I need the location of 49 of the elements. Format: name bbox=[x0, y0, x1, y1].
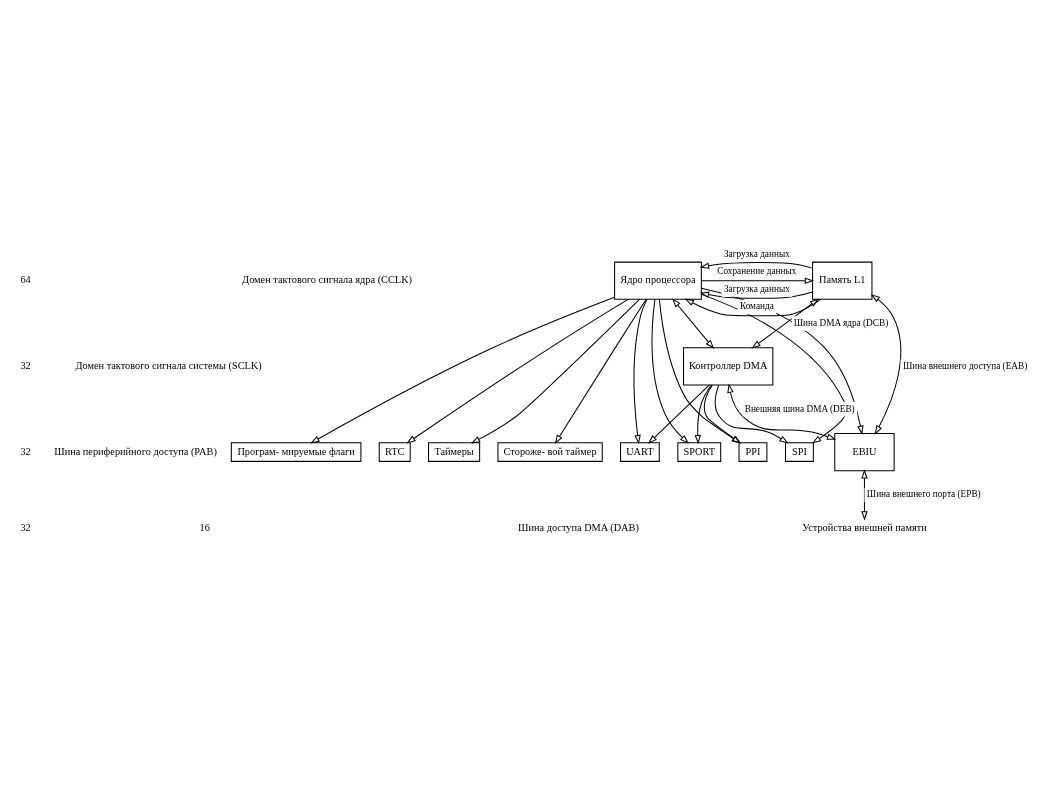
arrow bbox=[751, 298, 820, 349]
node-box: RTC bbox=[378, 442, 411, 462]
edge-label: Внешняя шина DMA (DEB) bbox=[744, 403, 855, 414]
node-text: Устройства внешней памяти bbox=[802, 522, 927, 534]
arrow bbox=[310, 296, 616, 444]
edge-label: Загрузка данных bbox=[723, 283, 790, 294]
arrow bbox=[870, 294, 902, 435]
label: 64 bbox=[20, 274, 31, 286]
label: 32 bbox=[20, 359, 31, 371]
label: Домен тактового сигнала ядра (CCLK) bbox=[242, 274, 413, 286]
arrow bbox=[699, 262, 813, 269]
node-box: EBIU bbox=[834, 433, 895, 472]
arrow bbox=[651, 298, 690, 444]
node-box: SPORT bbox=[677, 442, 722, 462]
arrow bbox=[647, 384, 710, 444]
arrow bbox=[701, 293, 847, 444]
label: 16 bbox=[199, 522, 210, 534]
label: 32 bbox=[20, 522, 31, 534]
arrow bbox=[672, 298, 715, 349]
arrow bbox=[406, 298, 629, 444]
arrow bbox=[699, 291, 814, 299]
edge-label: Сохранение данных bbox=[717, 266, 797, 277]
node-box: Память L1 bbox=[812, 261, 873, 300]
edge-label: Загрузка данных bbox=[723, 248, 790, 259]
label: Шина доступа DMA (DAB) bbox=[518, 522, 639, 534]
node-box: Стороже- вой таймер bbox=[497, 442, 603, 462]
edge-label: Шина внешнего доступа (EAB) bbox=[902, 360, 1028, 371]
node-box: SPI bbox=[784, 442, 814, 462]
arrow bbox=[633, 298, 648, 445]
node-box: PPI bbox=[738, 442, 768, 462]
node-box: Таймеры bbox=[428, 442, 481, 462]
node-box: UART bbox=[620, 442, 660, 462]
label: Домен тактового сигнала системы (SCLK) bbox=[75, 359, 262, 371]
node-box: Програм- мируемые флаги bbox=[230, 442, 362, 462]
edge-label: Команда bbox=[739, 301, 774, 312]
arrow bbox=[554, 298, 647, 444]
node-box: Контроллер DMA bbox=[683, 347, 774, 386]
arrow bbox=[727, 383, 837, 440]
arrow bbox=[703, 384, 742, 444]
arrow bbox=[658, 298, 741, 444]
arrow bbox=[700, 277, 815, 284]
arrow bbox=[470, 298, 640, 444]
edge-label: Шина DMA ядра (DCB) bbox=[793, 317, 889, 328]
arrow bbox=[714, 384, 789, 444]
node-box: Ядро процессора bbox=[614, 261, 702, 300]
label: 32 bbox=[20, 445, 31, 457]
edge-label: Шина внешнего порта (EPB) bbox=[866, 489, 981, 500]
label: Шина периферийного доступа (PAB) bbox=[54, 445, 217, 457]
arrow bbox=[694, 384, 712, 445]
